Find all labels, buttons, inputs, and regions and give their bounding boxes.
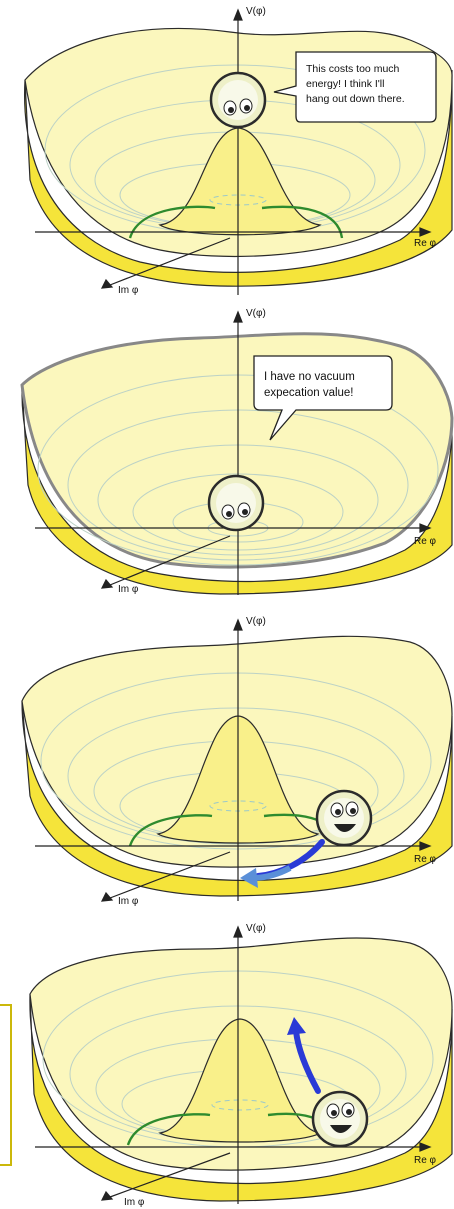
- potential-diagram: V(φ) Re φ Im φ: [0, 909, 454, 1209]
- potential-diagram: V(φ) Re φ Im φ I have no vacuum expecati…: [0, 300, 454, 600]
- im-axis-label: Im φ: [124, 1197, 145, 1208]
- potential-diagram: V(φ) Re φ Im φ: [0, 606, 454, 906]
- ball-character-icon: [317, 791, 371, 845]
- v-axis-label: V(φ): [246, 308, 266, 319]
- bubble-line-1: This costs too much: [306, 63, 400, 75]
- im-axis-label: Im φ: [118, 584, 139, 595]
- re-axis-label: Re φ: [414, 536, 437, 547]
- panel-hat-ball-in-trough: V(φ) Re φ Im φ: [0, 606, 454, 906]
- im-axis-label: Im φ: [118, 285, 139, 296]
- v-axis-label: V(φ): [246, 616, 266, 627]
- side-frame: [0, 1004, 12, 1166]
- re-axis-label: Re φ: [414, 1155, 437, 1166]
- bubble-line-3: hang out down there.: [306, 93, 405, 105]
- re-axis-label: Re φ: [414, 238, 437, 249]
- re-axis-label: Re φ: [414, 854, 437, 865]
- bubble-line-1: I have no vacuum: [264, 371, 355, 383]
- potential-diagram: V(φ) Re φ Im φ This costs too much energ…: [0, 0, 454, 300]
- v-axis-label: V(φ): [246, 923, 266, 934]
- panel-bowl-ball-center: V(φ) Re φ Im φ I have no vacuum expecati…: [0, 300, 454, 600]
- ball-character-icon: [313, 1092, 367, 1146]
- bubble-line-2: expecation value!: [264, 387, 354, 399]
- ball-character-icon: [209, 476, 263, 530]
- ball-character-icon: [211, 73, 265, 127]
- bubble-line-2: energy! I think I'll: [306, 78, 384, 90]
- im-axis-label: Im φ: [118, 896, 139, 906]
- panel-hat-ball-climbing: V(φ) Re φ Im φ: [0, 909, 454, 1209]
- v-axis-label: V(φ): [246, 6, 266, 17]
- panel-hat-ball-on-top: V(φ) Re φ Im φ This costs too much energ…: [0, 0, 454, 300]
